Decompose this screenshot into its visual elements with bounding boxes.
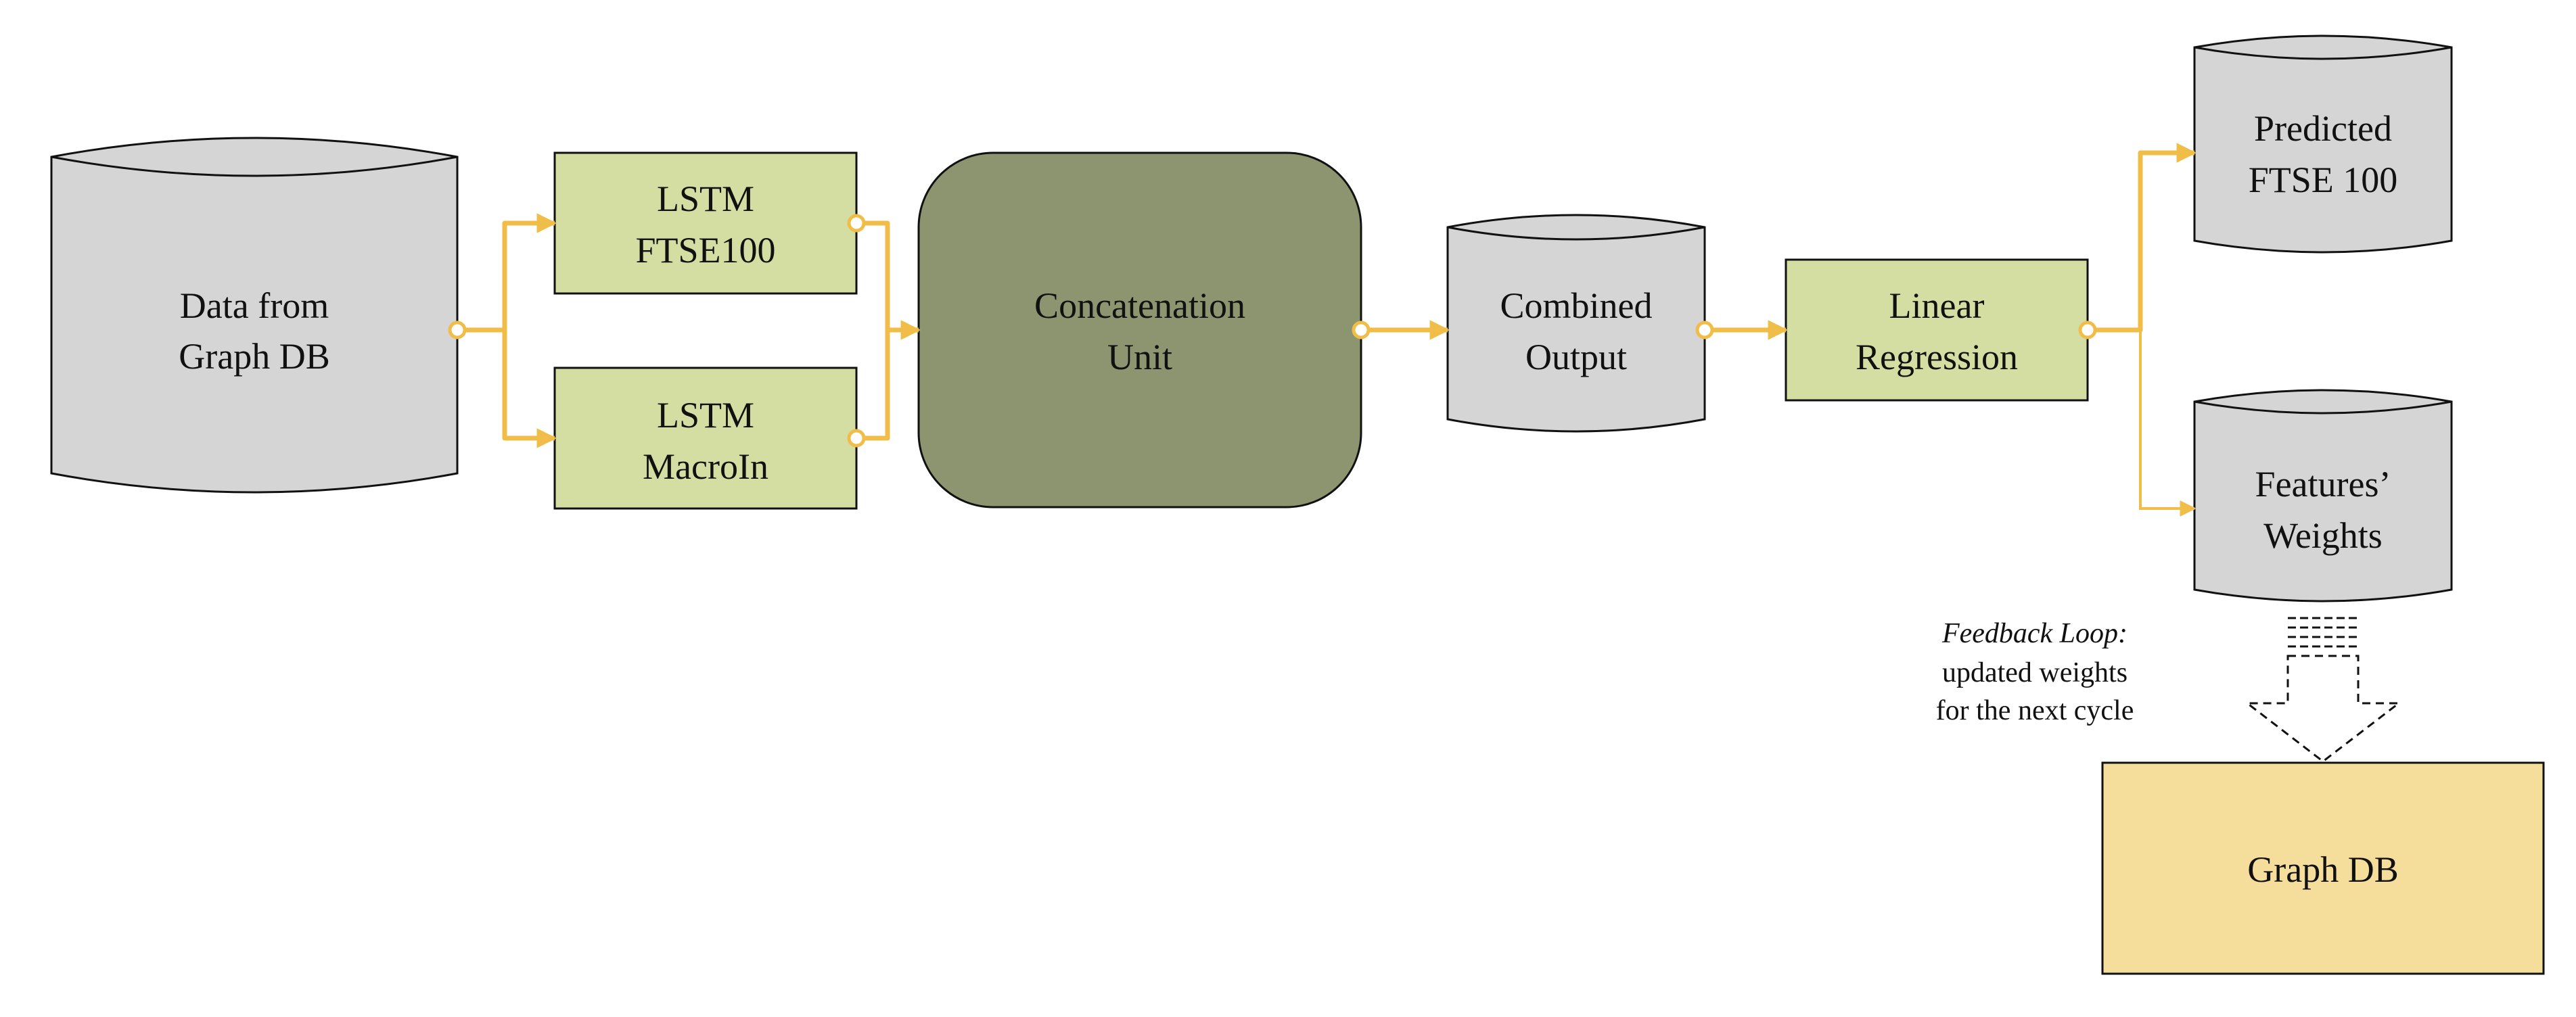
feedback-note-line3: for the next cycle <box>1936 695 2134 726</box>
concatenation-unit-box: Concatenation Unit <box>917 151 1362 509</box>
data-source-cylinder: Data from Graph DB <box>50 137 459 494</box>
connector-linreg-to-outputs <box>2078 143 2196 517</box>
combined-output-label-line2: Output <box>1525 337 1627 377</box>
feedback-note: Feedback Loop: updated weights for the n… <box>1936 618 2134 726</box>
combined-output-label-line1: Combined <box>1500 285 1653 326</box>
feedback-note-line2: updated weights <box>1942 657 2128 688</box>
data-source-label-line2: Graph DB <box>179 336 329 377</box>
linear-regression-label-line1: Linear <box>1889 285 1985 326</box>
feedback-note-title: Feedback Loop: <box>1941 618 2128 649</box>
graph-db-box: Graph DB <box>2101 761 2545 975</box>
combined-port <box>1695 321 1714 339</box>
weights-label-line2: Weights <box>2263 515 2383 556</box>
feedback-arrow <box>2244 617 2402 763</box>
linreg-port <box>2078 321 2097 339</box>
lstm-macroin-label-line2: MacroIn <box>643 446 768 487</box>
weights-label-line1: Features’ <box>2255 464 2391 504</box>
combined-output-cylinder: Combined Output <box>1446 214 1706 433</box>
lstm-macroin-box: LSTM MacroIn <box>553 366 858 510</box>
source-port <box>448 321 467 339</box>
lstm-ftse100-port <box>847 214 866 233</box>
lstm-ftse100-label-line1: LSTM <box>657 179 754 219</box>
predicted-label-line2: FTSE 100 <box>2249 160 2398 200</box>
data-source-label-line1: Data from <box>180 285 329 326</box>
linear-regression-label-line2: Regression <box>1856 337 2018 377</box>
connector-lstms-to-concat <box>847 214 921 448</box>
lstm-macroin-port <box>847 429 866 448</box>
connector-source-to-lstms <box>448 213 557 448</box>
features-weights-cylinder: Features’ Weights <box>2193 389 2453 602</box>
linear-regression-box: Linear Regression <box>1785 258 2089 402</box>
concat-port <box>1352 321 1371 339</box>
graph-db-label: Graph DB <box>2247 849 2398 890</box>
connector-combined-to-linreg <box>1695 320 1788 340</box>
lstm-macroin-label-line1: LSTM <box>657 395 754 435</box>
lstm-ftse100-label-line2: FTSE100 <box>635 230 775 270</box>
concatenation-label-line2: Unit <box>1107 337 1172 377</box>
lstm-ftse100-box: LSTM FTSE100 <box>553 151 858 295</box>
connector-concat-to-combined <box>1352 320 1450 340</box>
predicted-ftse100-cylinder: Predicted FTSE 100 <box>2193 34 2453 254</box>
predicted-label-line1: Predicted <box>2254 108 2392 149</box>
concatenation-label-line1: Concatenation <box>1034 285 1245 326</box>
